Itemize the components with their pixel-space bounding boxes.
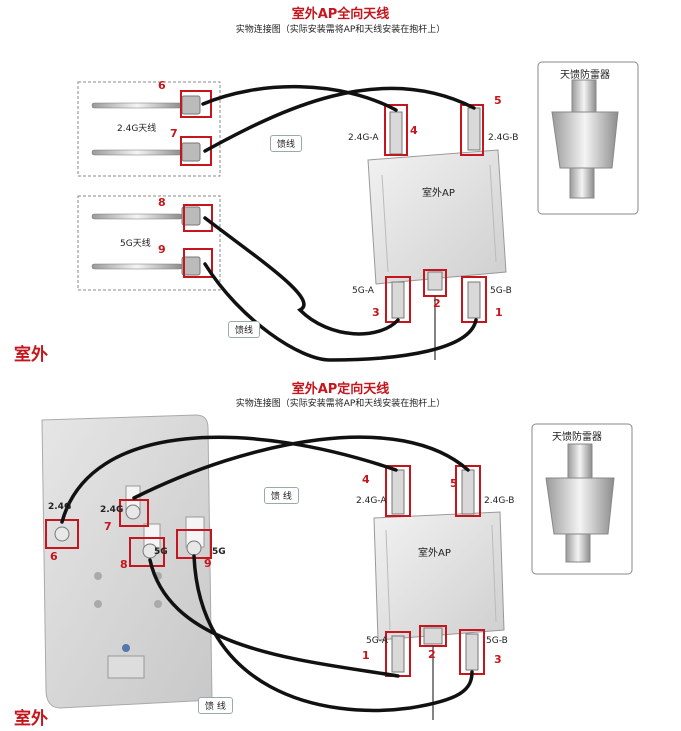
panel-antenna — [41, 414, 213, 709]
marker-4-top: 4 — [410, 124, 418, 137]
marker-8-bottom: 8 — [120, 558, 128, 571]
marker-8-top: 8 — [158, 196, 166, 209]
feeder-tag-bottom-2: 馈 线 — [198, 697, 233, 714]
marker-2-top: 2 — [433, 297, 441, 310]
title-bottom: 室外AP定向天线 — [291, 382, 390, 397]
marker-1-top: 1 — [495, 306, 503, 319]
marker-9-bottom: 9 — [204, 557, 212, 570]
marker-3-bottom: 3 — [494, 653, 502, 666]
omni-antenna-rods — [91, 95, 201, 276]
port-5b-bottom: 5G-B — [486, 636, 508, 646]
title-top: 室外AP全向天线 — [291, 7, 390, 22]
port-24a-bottom: 2.4G-A — [356, 496, 387, 506]
feeder-tag-bottom: 馈 线 — [264, 487, 299, 504]
port-5b-top: 5G-B — [490, 286, 512, 296]
marker-6-bottom: 6 — [50, 550, 58, 563]
antenna-5-label: 5G天线 — [120, 239, 151, 249]
ap-label-top: 室外AP — [422, 188, 455, 199]
port-5a-bottom: 5G-A — [366, 636, 388, 646]
feeder-tag-top-2: 馈线 — [228, 321, 261, 338]
antenna-24-group — [77, 81, 221, 177]
port-24b-bottom: 2.4G-B — [484, 496, 515, 506]
marker-7-top: 7 — [170, 127, 178, 140]
outdoor-label-top: 室外 — [14, 345, 48, 365]
arrester-title-top: 天馈防雷器 — [560, 70, 610, 81]
antenna-5-group — [77, 195, 221, 291]
marker-4-bottom: 4 — [362, 473, 370, 486]
marker-7-bottom: 7 — [104, 520, 112, 533]
panel-label-5-right: 5G — [212, 547, 226, 557]
ap-box-top — [367, 149, 507, 285]
port-24a-top: 2.4G-A — [348, 133, 379, 143]
marker-1-bottom: 1 — [362, 649, 370, 662]
marker-5-top: 5 — [494, 94, 502, 107]
panel-label-24-left: 2.4G — [48, 502, 72, 512]
arrester-top — [551, 79, 619, 199]
port-24b-top: 2.4G-B — [488, 133, 519, 143]
feeder-tag-top: 馈线 — [270, 135, 303, 152]
antenna-24-label: 2.4G天线 — [117, 124, 157, 134]
marker-2-bottom: 2 — [428, 648, 436, 661]
marker-6-top: 6 — [158, 79, 166, 92]
marker-3-top: 3 — [372, 306, 380, 319]
subtitle-bottom: 实物连接图（实际安装需将AP和天线安装在抱杆上） — [235, 399, 446, 409]
ap-box-bottom — [373, 511, 505, 641]
arrester-bottom — [545, 443, 615, 563]
marker-5-bottom: 5 — [450, 477, 458, 490]
arrester-title-bottom: 天馈防雷器 — [552, 432, 602, 443]
port-5a-top: 5G-A — [352, 286, 374, 296]
ap-label-bottom: 室外AP — [418, 548, 451, 559]
subtitle-top: 实物连接图（实际安装需将AP和天线安装在抱杆上） — [235, 25, 446, 35]
panel-label-24-mid: 2.4G — [100, 505, 124, 515]
panel-label-5-mid: 5G — [154, 547, 168, 557]
outdoor-label-bottom: 室外 — [14, 709, 48, 729]
marker-9-top: 9 — [158, 243, 166, 256]
